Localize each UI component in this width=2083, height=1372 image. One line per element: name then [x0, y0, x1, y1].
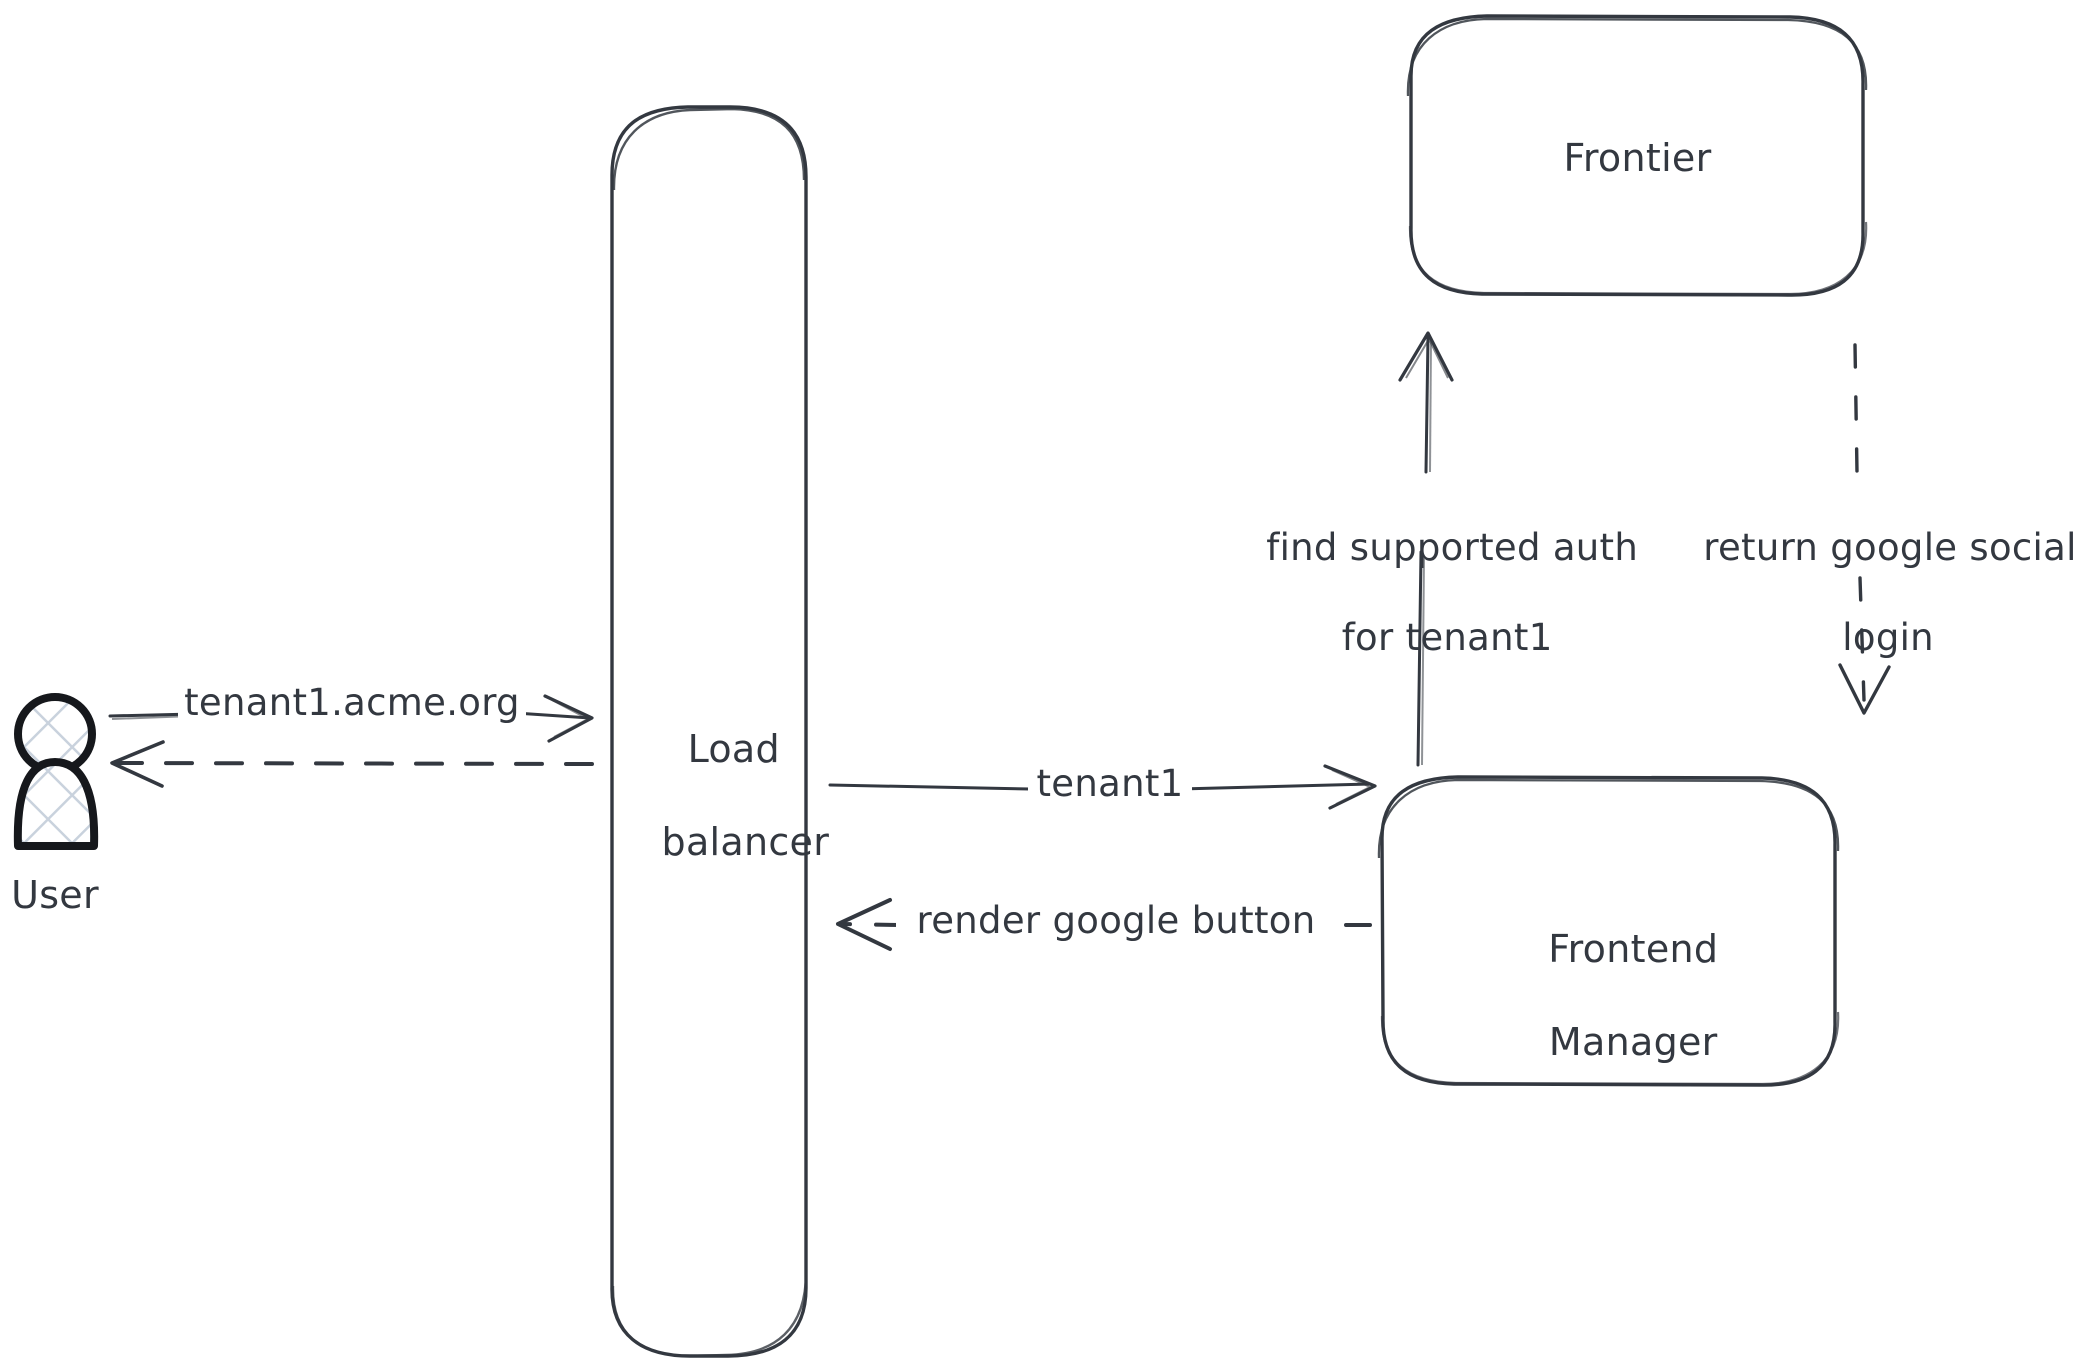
arrowhead-right — [543, 694, 594, 743]
edge-frontend-manager-to-frontier[interactable] — [1398, 331, 1454, 767]
edge-user-to-load-balancer[interactable] — [108, 694, 594, 743]
edge-frontend-manager-to-load-balancer[interactable] — [836, 898, 1372, 951]
arrowhead-left — [110, 740, 165, 788]
arrowhead-up — [1398, 331, 1454, 382]
node-frontend-manager-shape[interactable] — [1377, 775, 1840, 1087]
node-load-balancer-shape[interactable] — [610, 105, 808, 1358]
person-icon-body — [13, 758, 99, 850]
edge-load-balancer-to-frontend-manager[interactable] — [828, 764, 1377, 810]
arrowhead-down — [1838, 663, 1891, 715]
node-frontier-shape[interactable] — [1406, 14, 1868, 297]
arrowhead-right — [1323, 764, 1377, 810]
edge-load-balancer-to-user[interactable] — [110, 740, 594, 788]
edge-frontier-to-frontend-manager[interactable] — [1838, 343, 1891, 715]
actor-user[interactable] — [13, 693, 99, 850]
arrowhead-left — [836, 898, 892, 951]
